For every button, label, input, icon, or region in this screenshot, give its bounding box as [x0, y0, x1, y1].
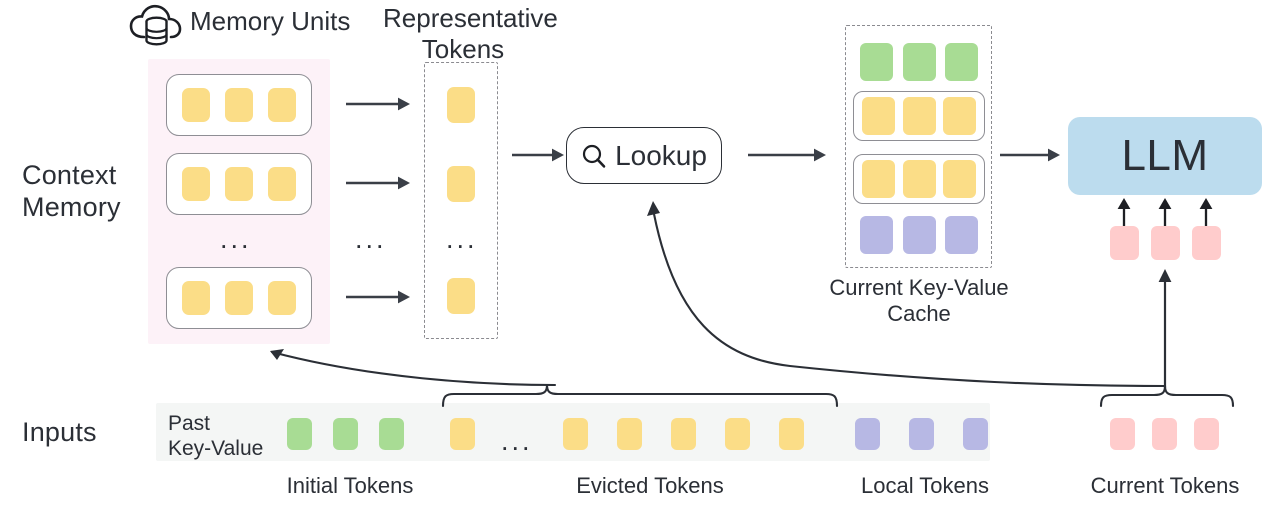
cloud-database-icon [128, 3, 184, 54]
kv-token-purple [945, 216, 978, 254]
llm-input-token [1192, 226, 1221, 260]
memory-token [268, 88, 296, 122]
representative-tokens-ellipsis: ... [446, 224, 478, 254]
input-token-initial [379, 418, 404, 450]
arrow-cache-to-llm [1000, 148, 1060, 162]
input-token-initial [333, 418, 358, 450]
arrow-token-to-llm-3 [1199, 198, 1213, 226]
arrow-memory-to-rep-3 [346, 290, 410, 304]
kv-token-yellow [902, 160, 936, 198]
kv-cache-caption: Current Key-Value Cache [829, 275, 1009, 326]
caption-evicted-tokens: Evicted Tokens [576, 473, 724, 498]
caption-current-tokens: Current Tokens [1090, 473, 1240, 498]
memory-token [225, 167, 253, 201]
input-token-evicted [779, 418, 804, 450]
input-token-evicted [450, 418, 475, 450]
past-key-value-label: Past Key-Value [168, 412, 264, 461]
representative-tokens-label: Representative Tokens [383, 3, 558, 64]
representative-token [447, 166, 475, 202]
kv-token-green [860, 43, 893, 81]
memory-token [225, 281, 253, 315]
input-token-local [909, 418, 934, 450]
arrow-current-to-llm [1158, 269, 1172, 388]
llm-label: LLM [1121, 131, 1209, 180]
kv-token-purple [860, 216, 893, 254]
kv-token-green [902, 43, 936, 81]
kv-cache-row-retrieved-b [853, 154, 985, 204]
current-token [1194, 418, 1219, 450]
arrow-current-to-lookup [647, 201, 1167, 388]
memory-unit[interactable] [166, 74, 312, 136]
llm-input-token [1110, 226, 1139, 260]
current-token [1110, 418, 1135, 450]
memory-unit[interactable] [166, 267, 312, 329]
arrow-column-ellipsis: ... [355, 224, 387, 254]
memory-token [182, 167, 210, 201]
kv-cache-row-retrieved-a [853, 91, 985, 141]
input-token-evicted [725, 418, 750, 450]
input-token-evicted [617, 418, 642, 450]
kv-cache-row-initial [860, 43, 978, 81]
input-token-initial [287, 418, 312, 450]
kv-token-green [945, 43, 978, 81]
search-icon [581, 143, 607, 169]
representative-token [447, 87, 475, 123]
input-token-evicted [563, 418, 588, 450]
input-token-evicted [671, 418, 696, 450]
memory-unit[interactable] [166, 153, 312, 215]
kv-token-yellow [861, 160, 895, 198]
arrow-evicted-to-memory [270, 349, 557, 387]
arrow-lookup-to-cache [748, 148, 826, 162]
arrow-memory-to-rep-2 [346, 176, 410, 190]
llm-box[interactable]: LLM [1068, 117, 1262, 195]
kv-token-yellow [943, 97, 977, 135]
arrow-rep-to-lookup [512, 148, 564, 162]
inputs-row-label: Inputs [22, 417, 97, 447]
llm-input-token [1151, 226, 1180, 260]
kv-token-yellow [943, 160, 977, 198]
representative-token [447, 278, 475, 314]
memory-token [268, 167, 296, 201]
input-token-local [963, 418, 988, 450]
lookup-button[interactable]: Lookup [566, 127, 722, 184]
memory-units-label: Memory Units [190, 6, 351, 36]
arrow-token-to-llm-1 [1117, 198, 1131, 226]
kv-cache-row-local [860, 216, 978, 254]
memory-units-ellipsis: ... [220, 224, 252, 254]
context-memory-row-label: Context Memory [22, 160, 121, 222]
memory-token [225, 88, 253, 122]
memory-token [182, 88, 210, 122]
memory-token [268, 281, 296, 315]
arrow-memory-to-rep-1 [346, 97, 410, 111]
kv-token-yellow [902, 97, 936, 135]
arrow-token-to-llm-2 [1158, 198, 1172, 226]
current-token [1152, 418, 1177, 450]
kv-token-yellow [861, 97, 895, 135]
representative-tokens-box [424, 62, 498, 339]
caption-local-tokens: Local Tokens [860, 473, 989, 498]
memory-token [182, 281, 210, 315]
input-token-local [855, 418, 880, 450]
lookup-label: Lookup [615, 139, 707, 171]
kv-token-purple [902, 216, 936, 254]
inputs-ellipsis: ... [501, 426, 533, 456]
kv-cache-box [845, 25, 992, 268]
caption-initial-tokens: Initial Tokens [286, 473, 414, 498]
